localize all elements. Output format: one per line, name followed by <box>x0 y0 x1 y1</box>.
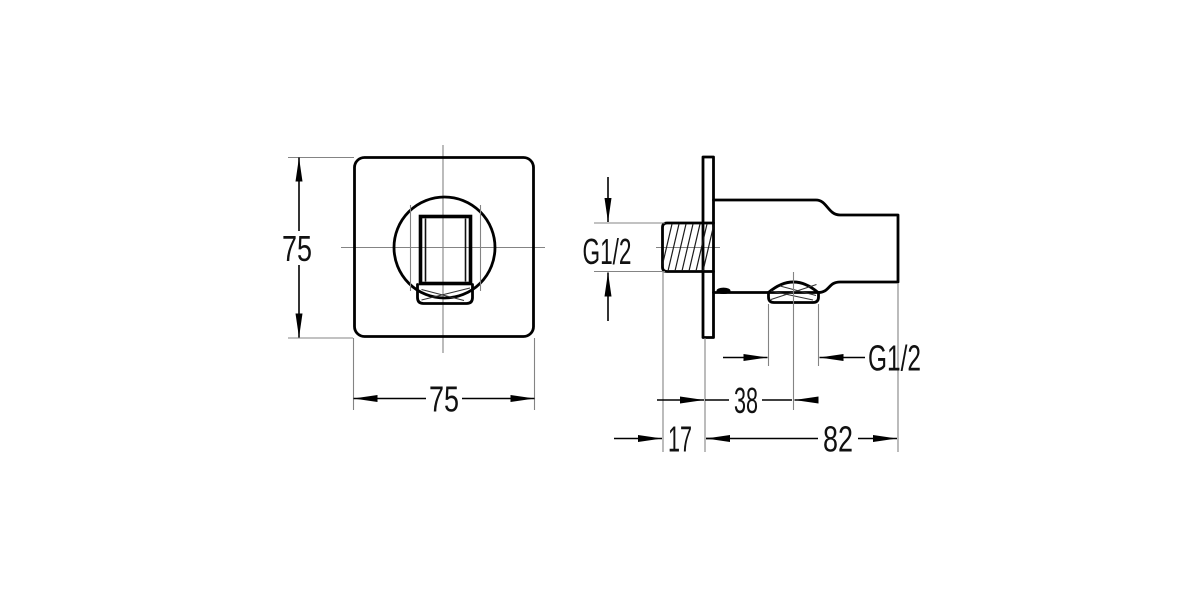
body-outline <box>712 198 900 294</box>
side-outlet-thread-label: G1/2 <box>868 338 921 379</box>
thread-nipple <box>661 221 715 273</box>
wall-plate <box>701 155 715 339</box>
side-dimensions: G1/2 G1/2 38 17 82 <box>583 177 921 460</box>
front-height-dim-label: 75 <box>282 228 312 269</box>
thread-hatch <box>662 223 714 272</box>
holder-socket <box>418 214 473 286</box>
front-dimensions: 75 75 <box>282 156 536 420</box>
dim-82-label: 82 <box>823 419 853 460</box>
side-view <box>656 155 900 339</box>
front-view <box>341 145 545 353</box>
dim-38-label: 38 <box>734 380 758 421</box>
front-plate-outline <box>353 156 535 338</box>
holder-clip-tab <box>416 283 474 305</box>
side-inlet-thread-label: G1/2 <box>583 231 632 272</box>
clip-tab-diagonal-2 <box>421 288 465 302</box>
front-width-dim-label: 75 <box>429 379 459 420</box>
clip-seat-diagonal-3 <box>779 285 817 297</box>
dim-17-label: 17 <box>668 419 692 460</box>
clip-tab-diagonal-1 <box>421 287 471 301</box>
holder-circle <box>392 195 497 300</box>
fillet-blob <box>716 287 731 294</box>
clip-seat-diagonal-2 <box>770 290 814 301</box>
